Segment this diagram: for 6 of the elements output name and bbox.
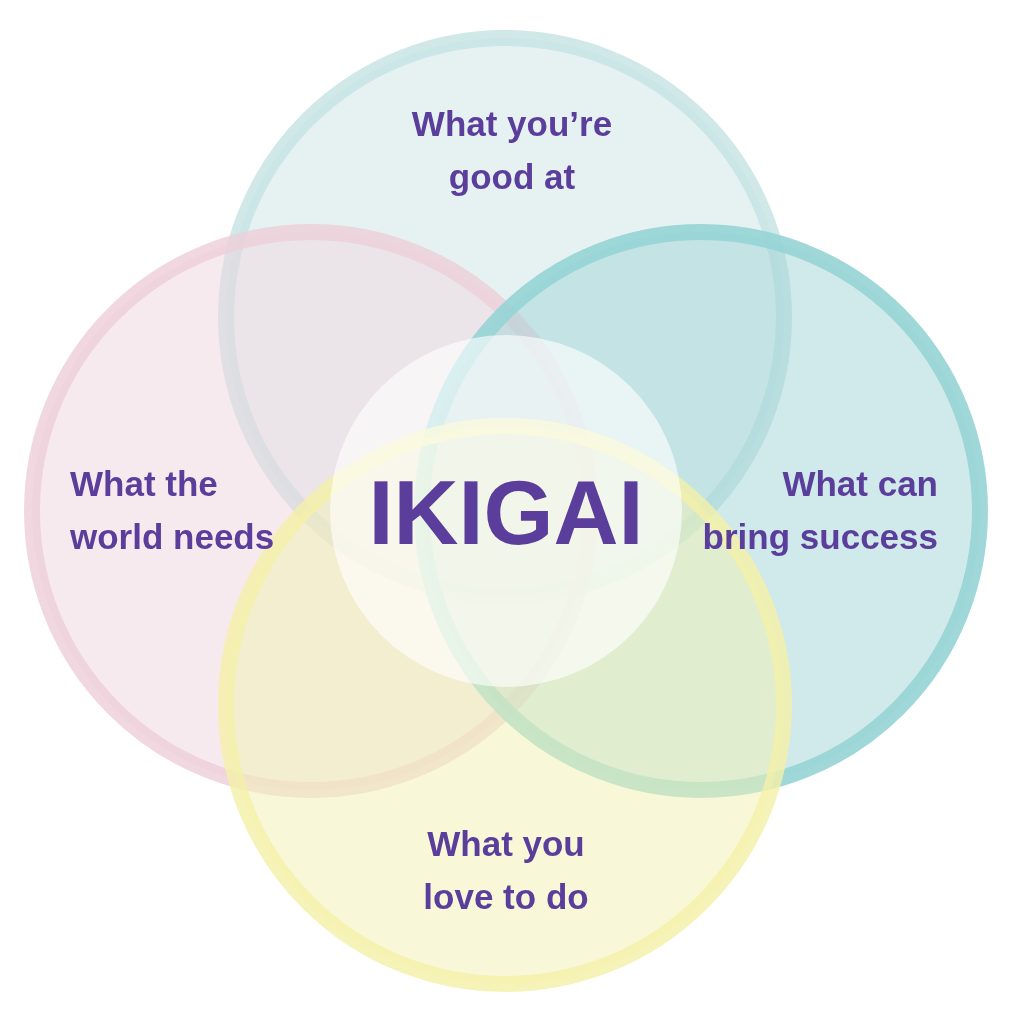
- center-circle: [330, 335, 682, 687]
- circle-label: What the world needs: [70, 463, 276, 558]
- circle-label: What you love to do: [422, 823, 590, 918]
- circle-label: What you’re good at: [410, 103, 614, 198]
- center-title: IKIGAI: [367, 468, 645, 558]
- circle-label: What can bring success: [701, 463, 938, 558]
